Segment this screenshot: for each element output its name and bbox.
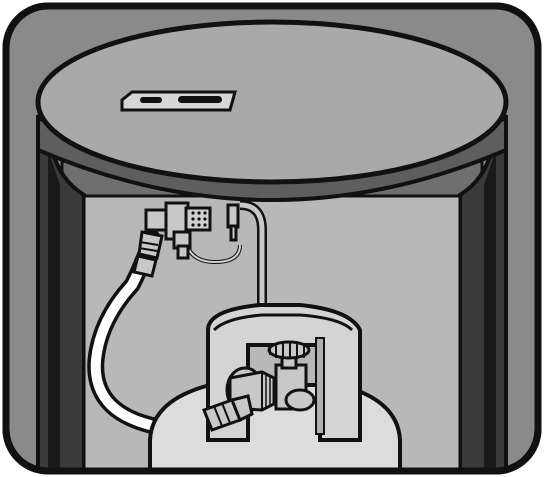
cabinet-lid (38, 22, 506, 182)
cabinet-right-wall-highlight (484, 150, 496, 477)
cabinet-left-wall-highlight (48, 150, 60, 477)
lid-handle-icon (122, 92, 235, 110)
